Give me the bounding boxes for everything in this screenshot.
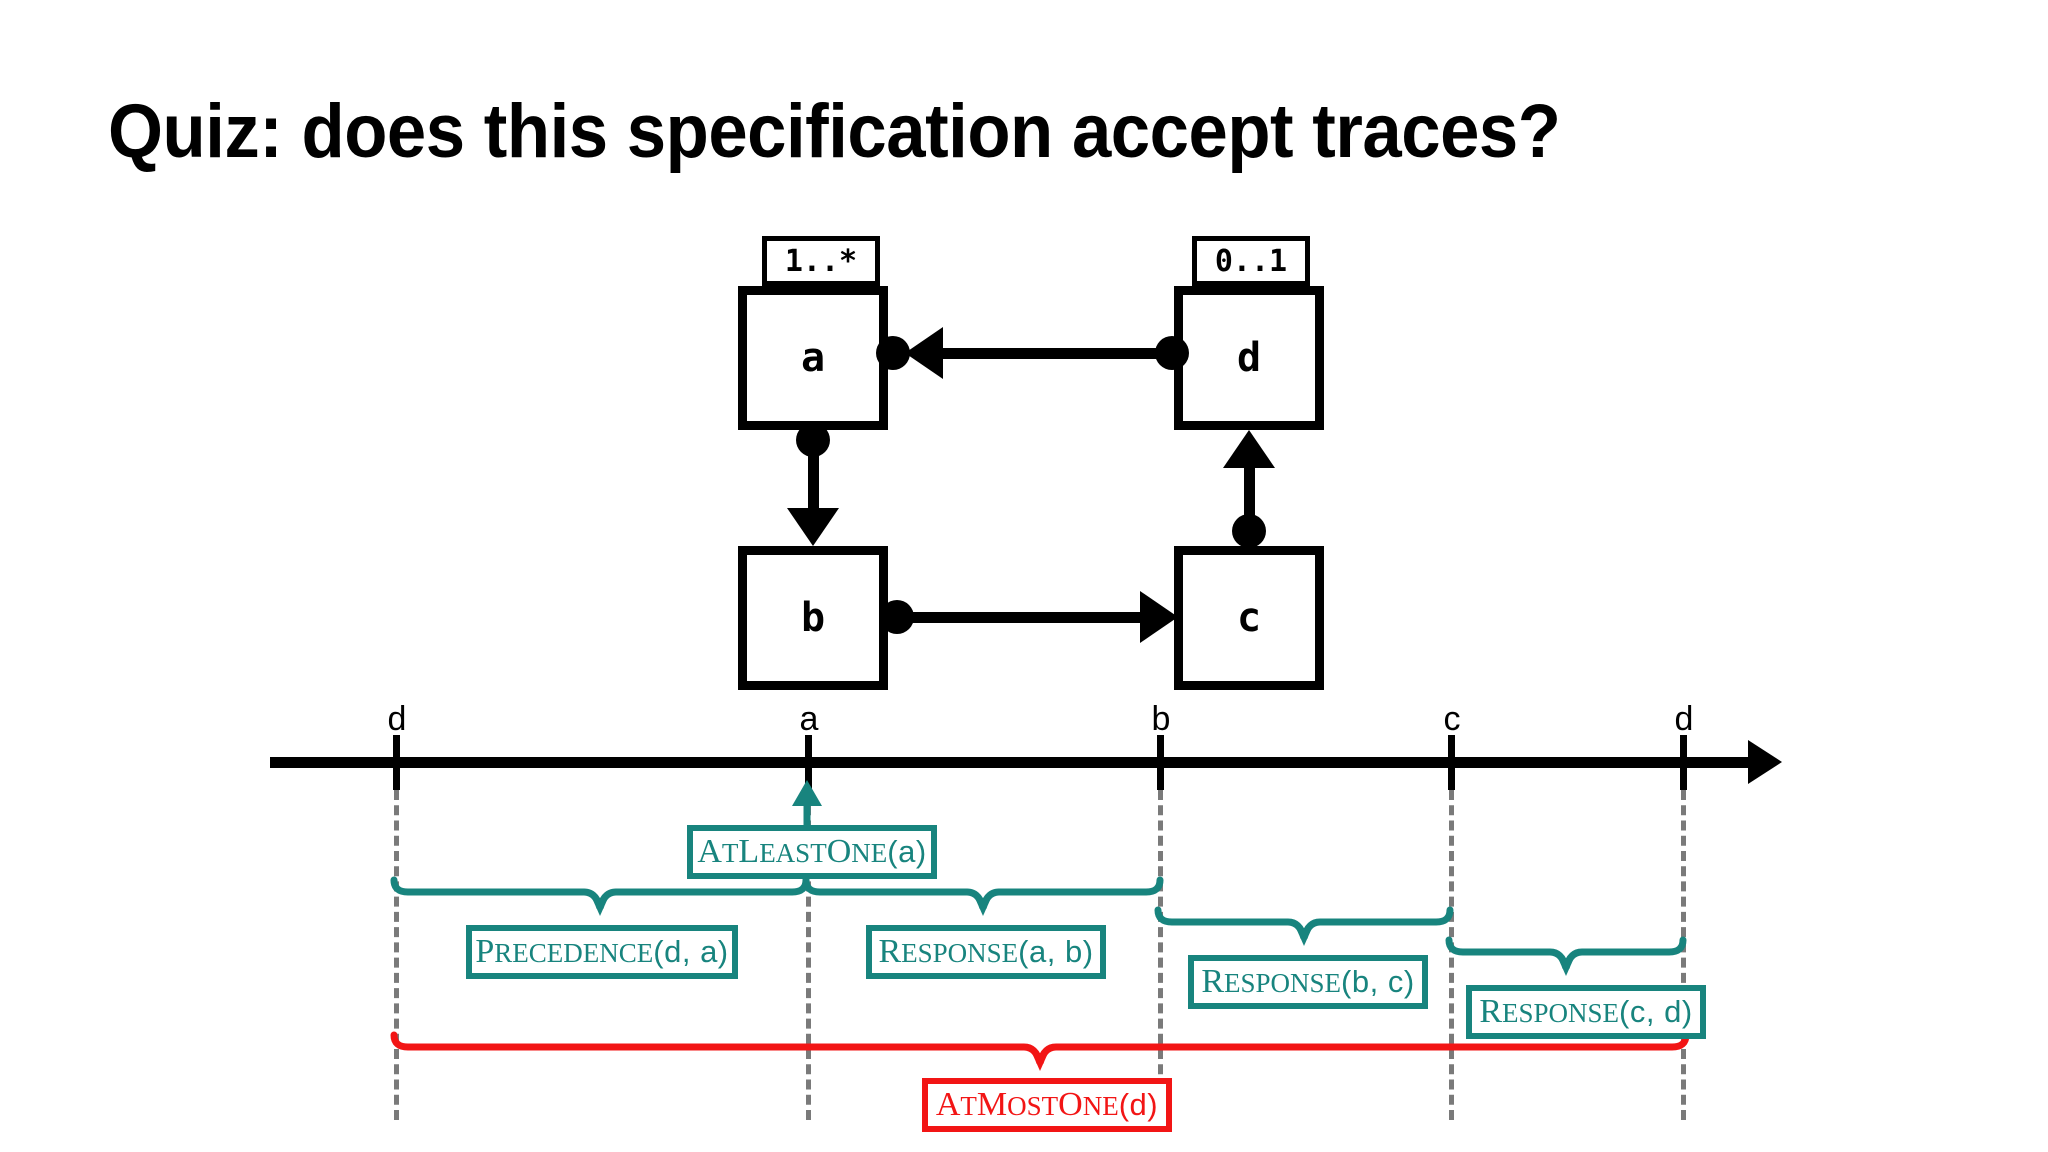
timeline-label-4: c [1443,700,1461,738]
edge-d-to-a-arrowhead [905,327,943,379]
node-d-multiplicity-badge: 0..1 [1192,236,1310,286]
page-title: Quiz: does this specification accept tra… [108,89,1561,174]
constraint-atmostone-d-label: ATMOSTONE(d) [935,1086,1159,1123]
node-a[interactable]: a [738,286,888,430]
node-c[interactable]: c [1174,546,1324,690]
timeline-tick-5 [1680,735,1687,790]
constraint-response-a-b[interactable]: RESPONSE(a, b) [866,925,1106,979]
timeline-guide-2 [806,790,811,1120]
constraint-response-a-b-label: RESPONSE(a, b) [878,933,1094,970]
timeline-tick-2 [805,735,812,790]
timeline-tick-4 [1448,735,1455,790]
timeline-axis-arrowhead [1748,740,1782,784]
constraint-response-c-d-label: RESPONSE(c, d) [1479,993,1693,1030]
response-b-c-brace [1154,906,1454,946]
timeline-guide-3 [1158,790,1163,1120]
edge-c-to-d-source-ball [1232,514,1266,548]
edge-c-to-d-arrowhead [1223,430,1275,468]
timeline-guide-4 [1449,790,1454,1120]
timeline-guide-5 [1681,790,1686,1120]
edge-d-to-a [920,348,1170,359]
timeline-label-2: a [799,700,819,738]
node-a-multiplicity-badge: 1..* [762,236,880,286]
edge-b-to-c [895,612,1155,623]
edge-d-to-a-target-ball [876,336,910,370]
edge-b-to-c-arrowhead [1140,591,1178,643]
precedence-d-a-brace [390,876,810,916]
constraint-atleastone-a-label: ATLEASTONE(a) [697,833,927,870]
constraint-response-c-d[interactable]: RESPONSE(c, d) [1466,985,1706,1039]
constraint-precedence-d-a[interactable]: PRECEDENCE(d, a) [466,925,738,979]
timeline-label-3: b [1151,700,1171,738]
timeline-guide-1 [394,790,399,1120]
edge-a-to-b-arrowhead [787,508,839,546]
constraint-response-b-c-label: RESPONSE(b, c) [1201,963,1415,1000]
edge-c-to-d [1244,440,1255,548]
constraint-response-b-c[interactable]: RESPONSE(b, c) [1188,955,1428,1009]
node-d[interactable]: d [1174,286,1324,430]
atmostone-d-brace [390,1031,1690,1071]
timeline-tick-3 [1157,735,1164,790]
edge-b-to-c-source-ball [880,600,914,634]
constraint-precedence-d-a-label: PRECEDENCE(d, a) [475,933,729,970]
edge-a-to-b-source-ball [796,423,830,457]
constraint-atmostone-d[interactable]: ATMOSTONE(d) [922,1078,1172,1132]
timeline-axis [270,757,1750,768]
timeline-label-5: d [1674,700,1694,738]
timeline-tick-1 [393,735,400,790]
timeline-label-1: d [387,700,407,738]
edge-d-to-a-source-ball [1155,336,1189,370]
response-c-d-brace [1445,936,1687,976]
response-a-b-brace [802,876,1164,916]
node-b[interactable]: b [738,546,888,690]
edge-a-to-b [808,430,819,522]
constraint-atleastone-a[interactable]: ATLEASTONE(a) [687,825,937,879]
